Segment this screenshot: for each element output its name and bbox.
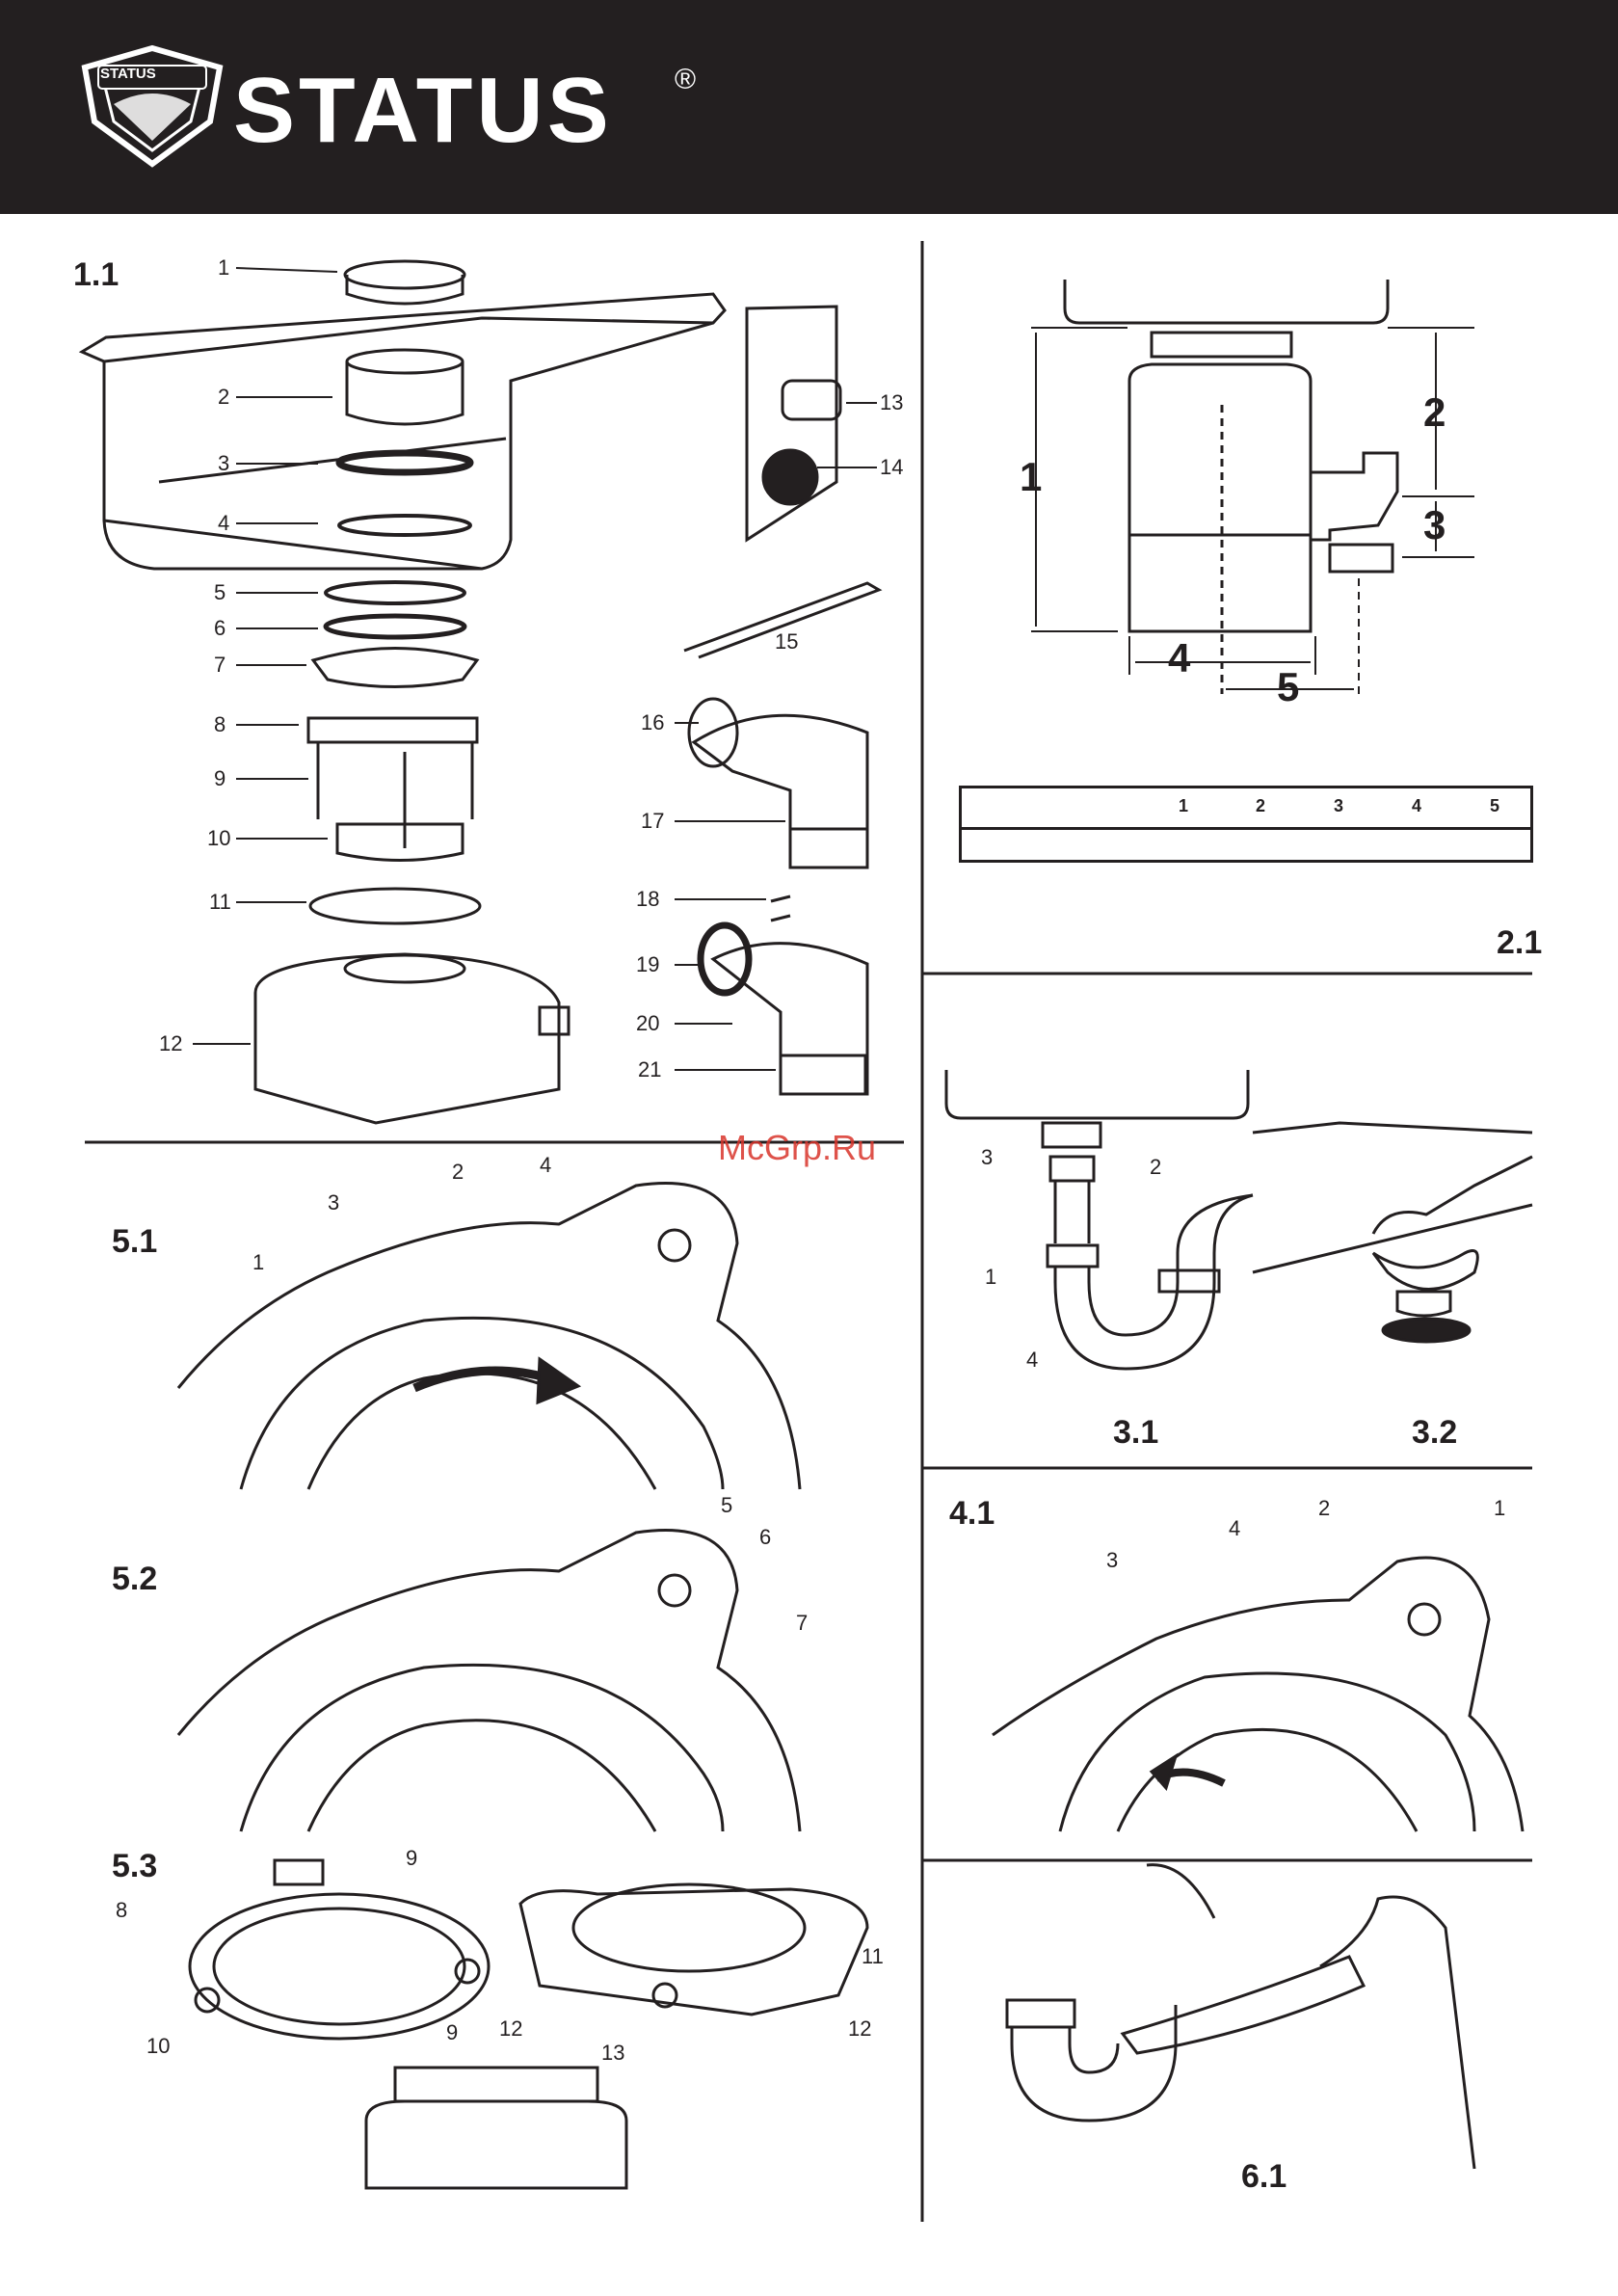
figure-label-5-1: 5.1 (112, 1222, 157, 1261)
dimension-label: 4 (1168, 636, 1190, 681)
fig53-drawing (190, 1860, 867, 2188)
fig21-drawing (1031, 280, 1474, 699)
figure-label-3-1: 3.1 (1113, 1413, 1158, 1452)
fig11-leaders (193, 268, 877, 1070)
callout: 18 (636, 888, 659, 911)
callout: 1 (985, 1266, 996, 1289)
callout: 11 (862, 1945, 884, 1968)
callout: 17 (641, 810, 664, 833)
callout: 1 (1494, 1497, 1505, 1520)
callout: 9 (406, 1847, 417, 1870)
callout: 5 (214, 581, 225, 604)
callout: 7 (796, 1612, 808, 1635)
callout: 3 (981, 1146, 993, 1169)
callout: 4 (1026, 1348, 1038, 1372)
figure-label-4-1: 4.1 (949, 1494, 995, 1533)
table-column-header: 1 (1179, 796, 1188, 816)
callout: 3 (1106, 1549, 1118, 1572)
fig11-right-parts (684, 307, 879, 1094)
table-column-header: 2 (1256, 796, 1265, 816)
figure-label-3-2: 3.2 (1412, 1413, 1457, 1452)
callout: 13 (880, 391, 903, 414)
callout: 12 (159, 1032, 182, 1055)
callout: 8 (214, 713, 225, 736)
fig32-drawing (1253, 1123, 1532, 1342)
callout: 21 (638, 1058, 661, 1081)
dimensions-table: 1 2 3 4 5 (959, 786, 1533, 863)
fig41-drawing (993, 1558, 1523, 1831)
callout: 2 (1150, 1156, 1161, 1179)
callout: 2 (1318, 1497, 1330, 1520)
callout: 3 (328, 1191, 339, 1215)
fig61-drawing (1007, 1865, 1474, 2169)
watermark: McGrp.Ru (718, 1128, 876, 1168)
callout: 12 (848, 2017, 871, 2041)
callout: 9 (214, 767, 225, 790)
callout: 7 (214, 654, 225, 677)
callout: 9 (446, 2021, 458, 2044)
callout: 2 (218, 386, 229, 409)
callout: 5 (721, 1494, 732, 1517)
callout: 20 (636, 1012, 659, 1035)
callout: 15 (775, 630, 798, 654)
dimension-label: 5 (1277, 665, 1299, 709)
fig11-parts (255, 261, 569, 1123)
callout: 14 (880, 456, 903, 479)
figure-label-6-1: 6.1 (1241, 2157, 1286, 2196)
table-column-header: 5 (1490, 796, 1499, 816)
callout: 3 (218, 452, 229, 475)
callout: 2 (452, 1161, 464, 1184)
callout: 6 (759, 1526, 771, 1549)
callout: 4 (218, 512, 229, 535)
fig52-drawing (178, 1531, 800, 1832)
callout: 10 (207, 827, 230, 850)
callout: 16 (641, 711, 664, 734)
callout: 19 (636, 953, 659, 976)
figure-label-1-1: 1.1 (73, 255, 119, 294)
fig31-drawing (946, 1070, 1253, 1369)
figure-label-2-1: 2.1 (1497, 923, 1542, 962)
callout: 4 (1229, 1517, 1240, 1540)
callout: 6 (214, 617, 225, 640)
callout: 1 (218, 256, 229, 280)
callout: 4 (540, 1154, 551, 1177)
dimension-label: 1 (1020, 455, 1042, 499)
fig51-drawing (178, 1184, 800, 1490)
table-header-row: 1 2 3 4 5 (962, 788, 1530, 830)
callout: 12 (499, 2017, 522, 2041)
figure-label-5-2: 5.2 (112, 1560, 157, 1598)
dimension-label: 2 (1423, 390, 1446, 435)
table-column-header: 4 (1412, 796, 1421, 816)
figure-label-5-3: 5.3 (112, 1847, 157, 1885)
table-column-header: 3 (1334, 796, 1343, 816)
callout: 13 (601, 2042, 624, 2065)
callout: 1 (252, 1251, 264, 1274)
callout: 11 (209, 891, 231, 914)
callout: 8 (116, 1899, 127, 1922)
callout: 10 (146, 2035, 170, 2058)
dimension-label: 3 (1423, 503, 1446, 547)
fig11-sink (82, 294, 725, 569)
